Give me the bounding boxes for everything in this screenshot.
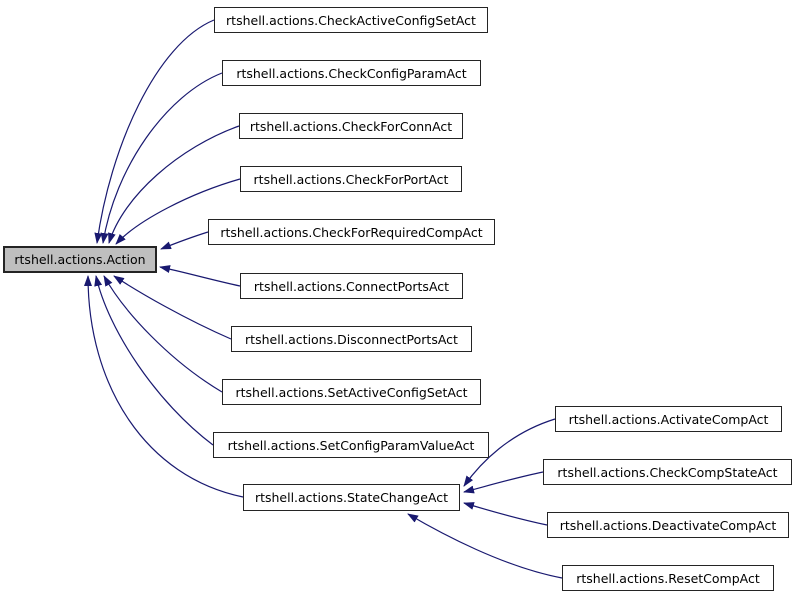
inheritance-edge-state-change-to-action: [84, 275, 244, 498]
inheritance-edge-set-config-param-value-to-action: [94, 275, 214, 446]
inheritance-edge-reset-comp-to-state-change: [407, 513, 563, 579]
class-node-check-for-conn[interactable]: rtshell.actions.CheckForConnAct: [239, 113, 463, 139]
class-node-set-active-config-set[interactable]: rtshell.actions.SetActiveConfigSetAct: [222, 379, 481, 405]
class-node-check-config-param[interactable]: rtshell.actions.CheckConfigParamAct: [222, 60, 481, 86]
class-node-check-comp-state[interactable]: rtshell.actions.CheckCompStateAct: [543, 459, 792, 485]
class-node-check-active-config-set[interactable]: rtshell.actions.CheckActiveConfigSetAct: [214, 7, 488, 33]
inheritance-edge-deactivate-comp-to-state-change: [463, 502, 548, 526]
class-node-set-config-param-value[interactable]: rtshell.actions.SetConfigParamValueAct: [213, 432, 489, 458]
class-node-activate-comp[interactable]: rtshell.actions.ActivateCompAct: [555, 406, 782, 432]
class-node-check-for-required-comp[interactable]: rtshell.actions.CheckForRequiredCompAct: [208, 219, 495, 245]
inheritance-edge-check-for-conn-to-action: [108, 125, 240, 244]
class-node-state-change[interactable]: rtshell.actions.StateChangeAct: [243, 484, 460, 511]
class-node-disconnect-ports[interactable]: rtshell.actions.DisconnectPortsAct: [231, 326, 472, 352]
inheritance-edge-check-comp-state-to-state-change: [463, 471, 544, 494]
inheritance-edge-check-for-port-to-action: [115, 178, 241, 245]
inheritance-edge-set-active-config-set-to-action: [103, 275, 223, 393]
class-node-action: rtshell.actions.Action: [3, 246, 157, 273]
inheritance-edge-check-active-config-set-to-action: [94, 19, 215, 244]
class-node-check-for-port[interactable]: rtshell.actions.CheckForPortAct: [240, 166, 462, 192]
class-node-reset-comp[interactable]: rtshell.actions.ResetCompAct: [562, 565, 774, 591]
class-node-deactivate-comp[interactable]: rtshell.actions.DeactivateCompAct: [547, 512, 789, 538]
class-node-connect-ports[interactable]: rtshell.actions.ConnectPortsAct: [240, 273, 463, 299]
inheritance-edge-disconnect-ports-to-action: [113, 275, 232, 340]
inheritance-edge-check-config-param-to-action: [100, 72, 223, 244]
inheritance-edge-activate-comp-to-state-change: [463, 418, 556, 487]
inheritance-edge-connect-ports-to-action: [159, 265, 241, 287]
inheritance-edge-check-for-required-comp-to-action: [160, 231, 209, 250]
